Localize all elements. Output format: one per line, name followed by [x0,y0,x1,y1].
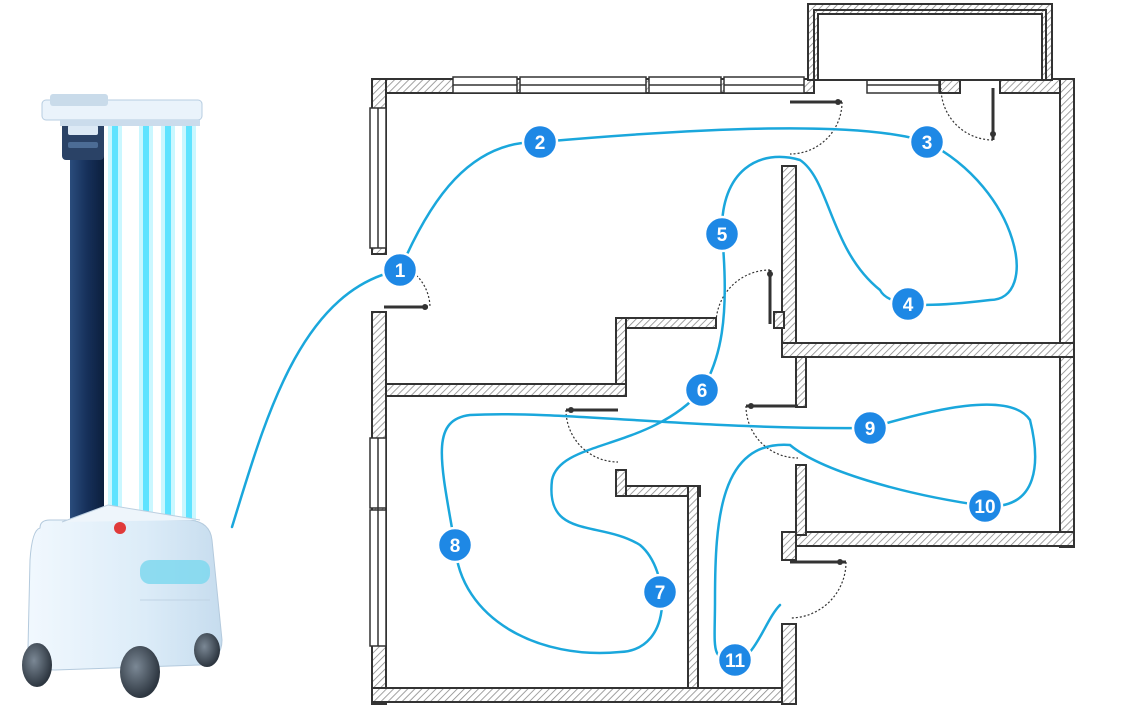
waypoint-circle [889,285,927,323]
windows [369,76,940,647]
waypoint-marker: 6 [683,371,721,409]
waypoint-marker: 5 [703,215,741,253]
waypoint-circle [521,123,559,161]
waypoint-marker: 4 [889,285,927,323]
waypoint-circle [966,487,1004,525]
robot-base [27,504,223,671]
robot-wheels [22,633,220,698]
waypoint-label: 5 [717,225,728,246]
waypoint-marker: 10 [966,487,1004,525]
waypoint-label: 4 [903,295,914,316]
waypoints: 1 2 3 4 5 6 7 8 9 10 11 [381,123,1004,679]
uv-disinfection-robot-icon [22,94,223,698]
waypoint-circle [716,641,754,679]
power-button-icon [114,522,126,534]
disinfection-route [230,127,1037,662]
waypoint-circle [683,371,721,409]
floor-plan [369,3,1075,705]
waypoint-label: 3 [922,133,933,154]
waypoint-marker: 8 [436,526,474,564]
waypoint-circle [908,123,946,161]
robot-lamp-head [41,94,203,126]
waypoint-label: 8 [450,536,461,557]
waypoint-label: 6 [697,381,708,402]
waypoint-label: 2 [535,133,546,154]
doors [383,87,996,619]
waypoint-marker: 1 [381,251,419,289]
waypoint-circle [851,409,889,447]
waypoint-circle [641,573,679,611]
waypoint-label: 9 [865,419,876,440]
waypoint-label: 11 [725,651,746,672]
waypoint-marker: 3 [908,123,946,161]
balcony [807,3,1053,81]
robot-column [70,150,104,535]
waypoint-circle [703,215,741,253]
waypoint-circle [436,526,474,564]
waypoint-marker: 7 [641,573,679,611]
waypoint-label: 1 [395,261,406,282]
waypoint-marker: 9 [851,409,889,447]
waypoint-marker: 2 [521,123,559,161]
waypoint-label: 7 [655,583,666,604]
waypoint-circle [381,251,419,289]
waypoint-marker: 11 [716,641,754,679]
uv-lamp-tubes [108,118,196,538]
waypoint-label: 10 [974,497,995,518]
